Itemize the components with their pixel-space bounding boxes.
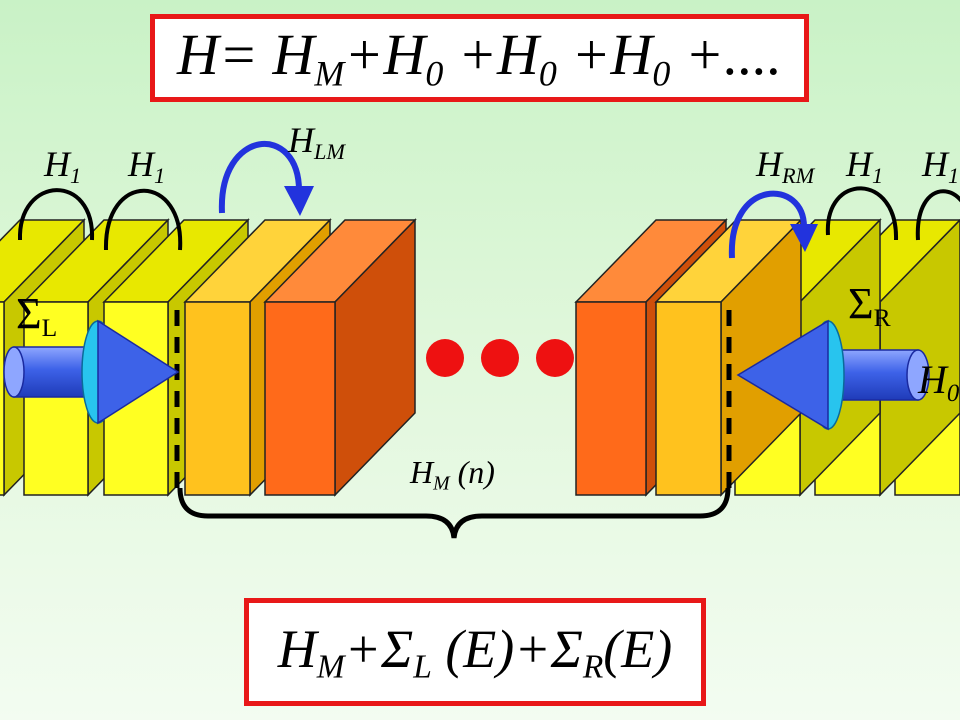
- right-self-energy-injector: [736, 319, 930, 431]
- dot-2: [481, 339, 519, 377]
- hopping-arrow-h1-left-a: [17, 188, 95, 241]
- coupling-arrow-hlm: [218, 141, 314, 216]
- label-sigma-r: ΣR: [848, 279, 891, 333]
- label-h1-right-b: H1: [922, 144, 960, 189]
- total-hamiltonian-box: H= HM+H0 +H0 +H0 +....: [150, 14, 809, 102]
- effective-hamiltonian-box: HM+ΣL (E)+ΣR(E): [244, 598, 706, 706]
- label-h-lm: HLM: [288, 120, 345, 165]
- device-curly-brace: [177, 487, 731, 539]
- dot-1: [426, 339, 464, 377]
- hopping-arrow-h1-left-b: [103, 188, 183, 251]
- label-h0-right: H0: [918, 357, 960, 407]
- right-amber-slab: [654, 218, 803, 497]
- label-h1-left-a: H1: [44, 144, 82, 189]
- right-device-slabs: [574, 218, 803, 497]
- label-h1-left-b: H1: [128, 144, 166, 189]
- label-sigma-l: ΣL: [16, 289, 58, 343]
- left-device-slabs: [183, 218, 417, 497]
- label-h-m-n: HM (n): [410, 454, 495, 495]
- dot-3: [536, 339, 574, 377]
- coupling-arrow-hrm: [728, 190, 818, 259]
- label-h-rm: HRM: [756, 144, 815, 189]
- ellipsis-dots: [426, 339, 574, 377]
- effective-hamiltonian-equation: HM+ΣL (E)+ΣR(E): [277, 618, 673, 686]
- label-h1-right-a: H1: [846, 144, 884, 189]
- hopping-arrow-h1-right-a: [825, 186, 899, 241]
- hopping-arrow-h1-right-b: [915, 189, 960, 241]
- left-orange-slab: [263, 218, 417, 497]
- left-self-energy-injector: [3, 319, 180, 425]
- total-hamiltonian-equation: H= HM+H0 +H0 +H0 +....: [176, 22, 783, 94]
